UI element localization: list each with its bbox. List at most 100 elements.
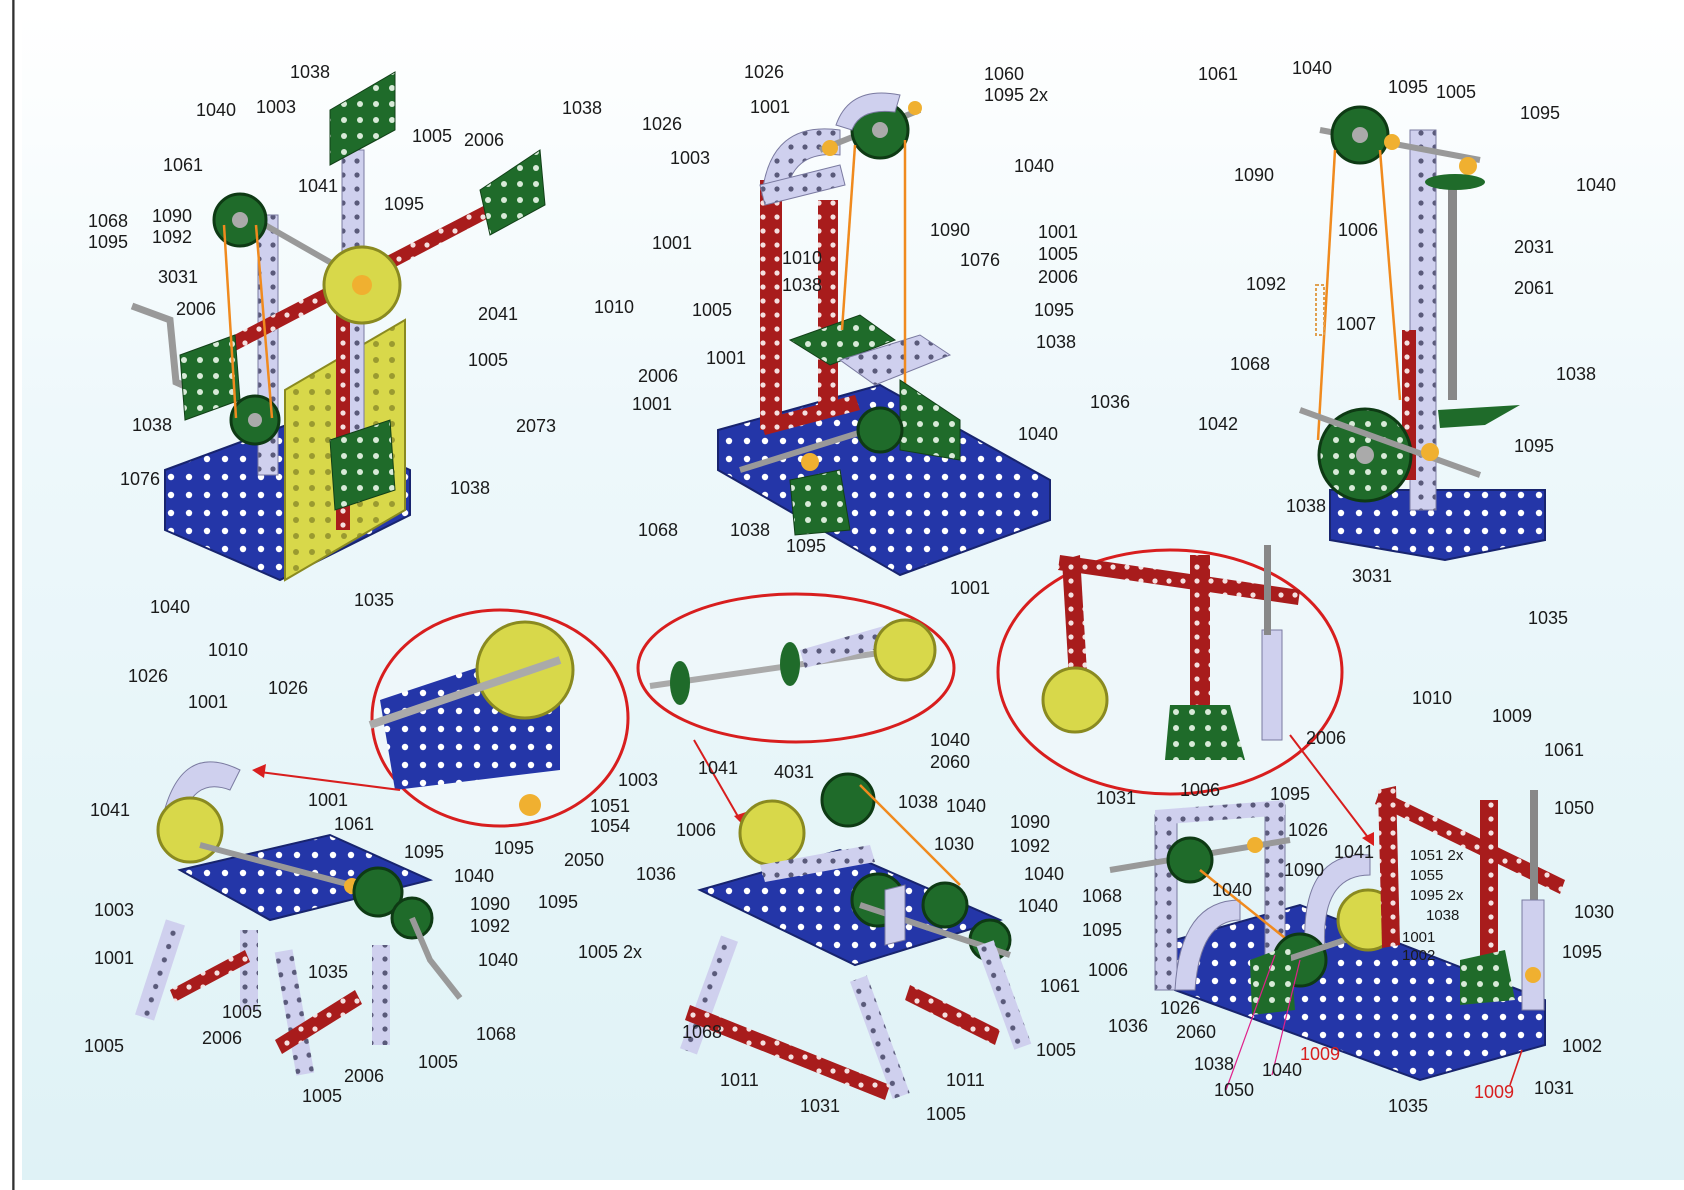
part-label: 1005 2x	[578, 942, 642, 962]
part-label: 1090	[1284, 860, 1324, 880]
part-label: 2073	[516, 416, 556, 436]
part-label: 1040	[478, 950, 518, 970]
hoist-string	[1316, 149, 1337, 441]
part-label: 1038	[1556, 364, 1596, 384]
frame-lavender-right	[1264, 804, 1286, 956]
model-windmill	[130, 71, 546, 582]
beam-red-top	[1375, 790, 1565, 894]
red-leader-1	[1509, 1049, 1523, 1086]
part-label: 1040	[1212, 880, 1252, 900]
part-label: 2006	[1306, 728, 1346, 748]
part-label: 1009	[1492, 706, 1532, 726]
part-label: 1095	[1270, 784, 1310, 804]
crank-washer	[801, 453, 819, 471]
wheel-yellow-hub	[352, 275, 372, 295]
washer-gold	[1247, 837, 1263, 853]
model-walker	[135, 761, 463, 1076]
arm-lavender	[760, 845, 875, 882]
part-label: 1050	[1554, 798, 1594, 818]
side-plate-green	[1250, 945, 1295, 1015]
part-label: 1010	[1412, 688, 1452, 708]
part-label: 1038	[1194, 1054, 1234, 1074]
part-label: 1068	[88, 211, 128, 231]
base-plate	[717, 383, 1051, 577]
part-label: 1095	[786, 536, 826, 556]
platform-green	[788, 314, 897, 366]
pink-leader-2	[1271, 959, 1301, 1076]
part-label: 1042	[1198, 414, 1238, 434]
part-label: 1026	[642, 114, 682, 134]
part-label: 1068	[682, 1022, 722, 1042]
part-label: 1006	[676, 820, 716, 840]
part-label: 1040	[1018, 424, 1058, 444]
part-label: 2006	[176, 299, 216, 319]
part-label: 1090	[930, 220, 970, 240]
part-label: 1038	[898, 792, 938, 812]
pulley-right	[921, 881, 969, 929]
hook-plate-green	[1438, 405, 1520, 428]
model-pump	[1109, 786, 1565, 1091]
part-label: 1038	[782, 275, 822, 295]
part-label: 1011	[946, 1070, 985, 1090]
red-strip-diagonal	[760, 395, 860, 435]
pulley-top-hub	[232, 212, 248, 228]
part-label: 1040	[1576, 175, 1616, 195]
part-label: 1038	[290, 62, 330, 82]
part-label: 1055	[1410, 867, 1443, 884]
leg-lavender-left	[680, 935, 738, 1055]
part-label: 1061	[334, 814, 374, 834]
part-label: 1005	[302, 1086, 342, 1106]
part-label: 1038	[450, 478, 490, 498]
part-label: 1010	[782, 248, 822, 268]
leg-lavender-3	[274, 949, 315, 1076]
drive-string-2	[254, 224, 274, 419]
part-label: 1050	[1214, 1080, 1254, 1100]
part-label: 1005	[1436, 82, 1476, 102]
part-label: 1009	[1300, 1044, 1340, 1064]
belt	[1199, 869, 1301, 951]
part-label: 1026	[128, 666, 168, 686]
part-label: 1026	[744, 62, 784, 82]
part-label: 3031	[158, 267, 198, 287]
model-crane	[1298, 105, 1546, 562]
top-pulley-hub	[1352, 127, 1368, 143]
part-label: 1038	[1286, 496, 1326, 516]
part-label: 1002	[1402, 947, 1435, 964]
part-label: 1051	[590, 796, 630, 816]
part-label: 1061	[1198, 64, 1238, 84]
sail-plate-right	[479, 149, 546, 236]
frame-lavender-top	[1155, 800, 1285, 825]
part-label: 1036	[1108, 1016, 1148, 1036]
part-label: 1040	[1292, 58, 1332, 78]
part-label: 1003	[618, 770, 658, 790]
part-label: 1001	[632, 394, 672, 414]
part-label: 1001	[308, 790, 348, 810]
part-label: 1040	[1018, 896, 1058, 916]
link-red-left	[685, 1005, 890, 1100]
crank	[409, 916, 463, 1000]
part-label: 1006	[1180, 780, 1220, 800]
zoom-circle-1	[252, 608, 630, 828]
sail-plate-bottom	[329, 419, 396, 511]
model-cart	[680, 772, 1032, 1100]
part-label: 1030	[934, 834, 974, 854]
part-label: 4031	[774, 762, 814, 782]
binding-spine	[0, 0, 22, 1190]
crank-pulley	[856, 406, 904, 454]
side-plate-green-2	[789, 469, 851, 536]
part-label: 1035	[1528, 608, 1568, 628]
part-label: 1040	[946, 796, 986, 816]
part-label: 1001	[94, 948, 134, 968]
part-label: 1090	[470, 894, 510, 914]
part-label: 1031	[1534, 1078, 1574, 1098]
top-pulley-hub	[872, 122, 888, 138]
part-label: 1005	[84, 1036, 124, 1056]
part-label: 1061	[1040, 976, 1080, 996]
part-label: 1010	[208, 640, 248, 660]
part-label: 1038	[132, 415, 172, 435]
part-label: 1038	[1426, 907, 1459, 924]
zoom-circle-3	[996, 545, 1374, 846]
